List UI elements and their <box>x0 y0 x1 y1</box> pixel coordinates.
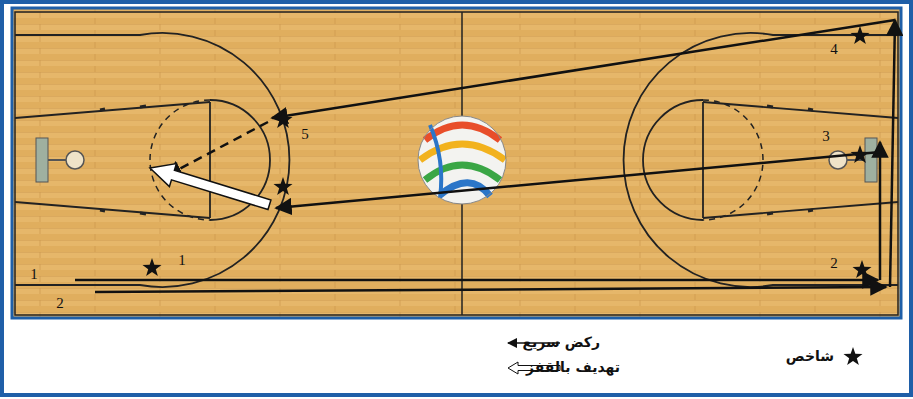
start-number: 1 <box>30 266 38 283</box>
cone-markers <box>142 26 871 278</box>
cone-number: 3 <box>822 128 830 145</box>
cone-number: 4 <box>830 41 838 58</box>
legend-star-sample <box>843 347 862 365</box>
legend-text: تهديف بالقفز <box>526 360 620 375</box>
cone-number: 5 <box>301 126 309 143</box>
cone-number: 1 <box>178 252 186 269</box>
legend-text: ركض سريع <box>523 335 600 350</box>
start-number: 2 <box>56 295 64 312</box>
run-paths <box>75 20 895 292</box>
jump-shot-arrow <box>146 157 273 217</box>
legend-text: شاخص <box>786 349 834 364</box>
cone-number: 2 <box>830 255 838 272</box>
